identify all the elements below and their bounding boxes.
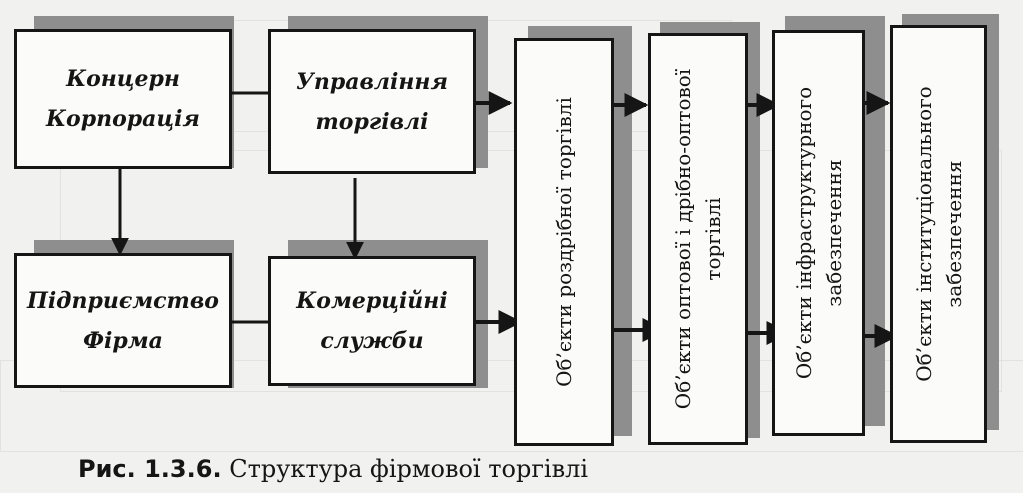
column-retail-text: Об’єкти роздрібної торгівлі [549,97,579,387]
box-trade-management-line1: Управління [296,68,448,95]
box-concern: Концерн Корпорація [14,29,232,169]
column-wholesale: Об’єкти оптової і дрібно-оптової торгівл… [648,33,748,445]
box-commercial-services: Комерційні служби [268,256,476,386]
column-institutional-line2: забезпечення [941,160,966,308]
column-wholesale-line2: торгівлі [701,197,725,281]
column-wholesale-text: Об’єкти оптової і дрібно-оптової торгівл… [668,69,728,409]
figure-caption: Рис. 1.3.6. Структура фірмової торгівлі [78,455,588,483]
box-enterprise-line1: Підприємство [27,287,219,314]
figure-caption-label: Рис. 1.3.6. [78,455,222,483]
column-institutional-line1: Об’єкти інституціонального [911,86,936,382]
column-infrastructure-line2: забезпечення [821,159,846,307]
box-trade-management: Управління торгівлі [268,29,476,174]
column-retail-line1: Об’єкти роздрібної торгівлі [552,97,576,387]
column-infrastructure-line1: Об’єкти інфраструктурного [791,86,816,380]
column-infrastructure-text: Об’єкти інфраструктурного забезпечення [789,87,849,379]
figure-caption-text: Структура фірмової торгівлі [229,455,589,483]
box-commercial-services-line2: служби [320,328,424,354]
column-retail: Об’єкти роздрібної торгівлі [514,38,614,446]
column-institutional-text: Об’єкти інституціонального забезпечення [909,86,969,381]
box-commercial-services-line1: Комерційні [296,288,448,314]
column-institutional: Об’єкти інституціонального забезпечення [890,25,987,443]
column-wholesale-line1: Об’єкти оптової і дрібно-оптової [671,68,695,410]
column-infrastructure: Об’єкти інфраструктурного забезпечення [772,30,865,436]
box-concern-line1: Концерн [66,66,180,92]
box-enterprise: Підприємство Фірма [14,253,232,388]
box-concern-line2: Корпорація [46,106,200,132]
background-texture-frame [0,360,1023,452]
box-trade-management-line2: торгівлі [315,108,429,135]
box-enterprise-line2: Фірма [83,327,163,354]
